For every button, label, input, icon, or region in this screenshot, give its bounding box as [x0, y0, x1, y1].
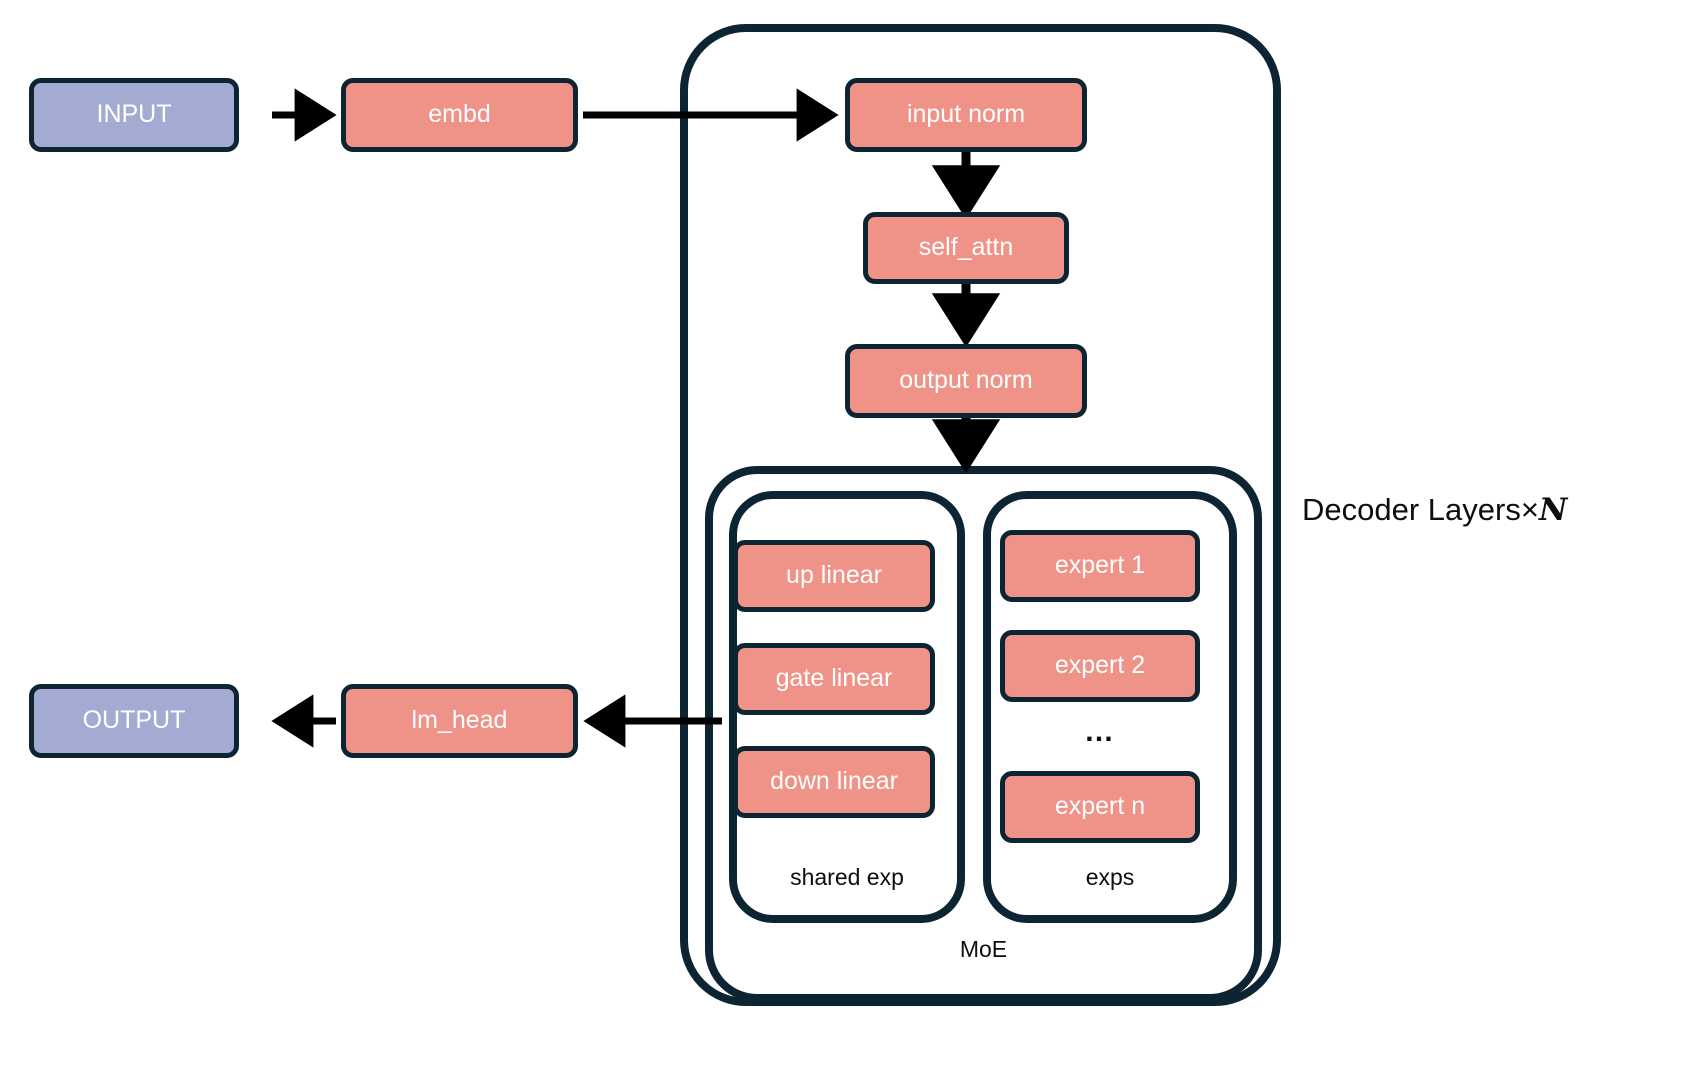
- shared-exp-caption: shared exp: [790, 864, 904, 890]
- node-expert-1[interactable]: expert 1: [1000, 530, 1200, 602]
- node-output[interactable]: OUTPUT: [29, 684, 239, 758]
- node-expert-n-label: expert n: [1054, 792, 1146, 821]
- node-expert-1-label: expert 1: [1054, 551, 1146, 580]
- node-output-label: OUTPUT: [82, 706, 186, 735]
- node-output-norm[interactable]: output norm: [845, 344, 1087, 418]
- decoder-layers-prefix: Decoder Layers×: [1302, 492, 1539, 527]
- node-down-linear[interactable]: down linear: [733, 746, 935, 818]
- decoder-layers-container: [680, 24, 1281, 1006]
- node-input-norm-label: input norm: [906, 100, 1026, 129]
- node-input-label: INPUT: [96, 100, 172, 129]
- node-up-linear-label: up linear: [786, 561, 882, 590]
- node-lm-head-label: lm_head: [411, 706, 508, 735]
- node-output-norm-label: output norm: [899, 366, 1033, 395]
- node-expert-2-label: expert 2: [1054, 651, 1146, 680]
- expert-ellipsis: …: [1084, 715, 1116, 748]
- decoder-layers-count: N: [1538, 492, 1568, 528]
- node-input[interactable]: INPUT: [29, 78, 239, 152]
- node-lm-head[interactable]: lm_head: [341, 684, 578, 758]
- node-embd[interactable]: embd: [341, 78, 578, 152]
- node-embd-label: embd: [428, 100, 491, 129]
- moe-caption: MoE: [959, 936, 1008, 962]
- exps-container: [983, 491, 1237, 923]
- node-down-linear-label: down linear: [770, 767, 898, 796]
- node-gate-linear[interactable]: gate linear: [733, 643, 935, 715]
- node-expert-2[interactable]: expert 2: [1000, 630, 1200, 702]
- node-up-linear[interactable]: up linear: [733, 540, 935, 612]
- node-expert-n[interactable]: expert n: [1000, 771, 1200, 843]
- node-input-norm[interactable]: input norm: [845, 78, 1087, 152]
- node-self-attn[interactable]: self_attn: [863, 212, 1069, 284]
- decoder-layers-label: Decoder Layers×N: [1302, 492, 1567, 528]
- node-self-attn-label: self_attn: [918, 233, 1014, 262]
- exps-caption: exps: [1085, 864, 1135, 890]
- node-gate-linear-label: gate linear: [775, 664, 893, 693]
